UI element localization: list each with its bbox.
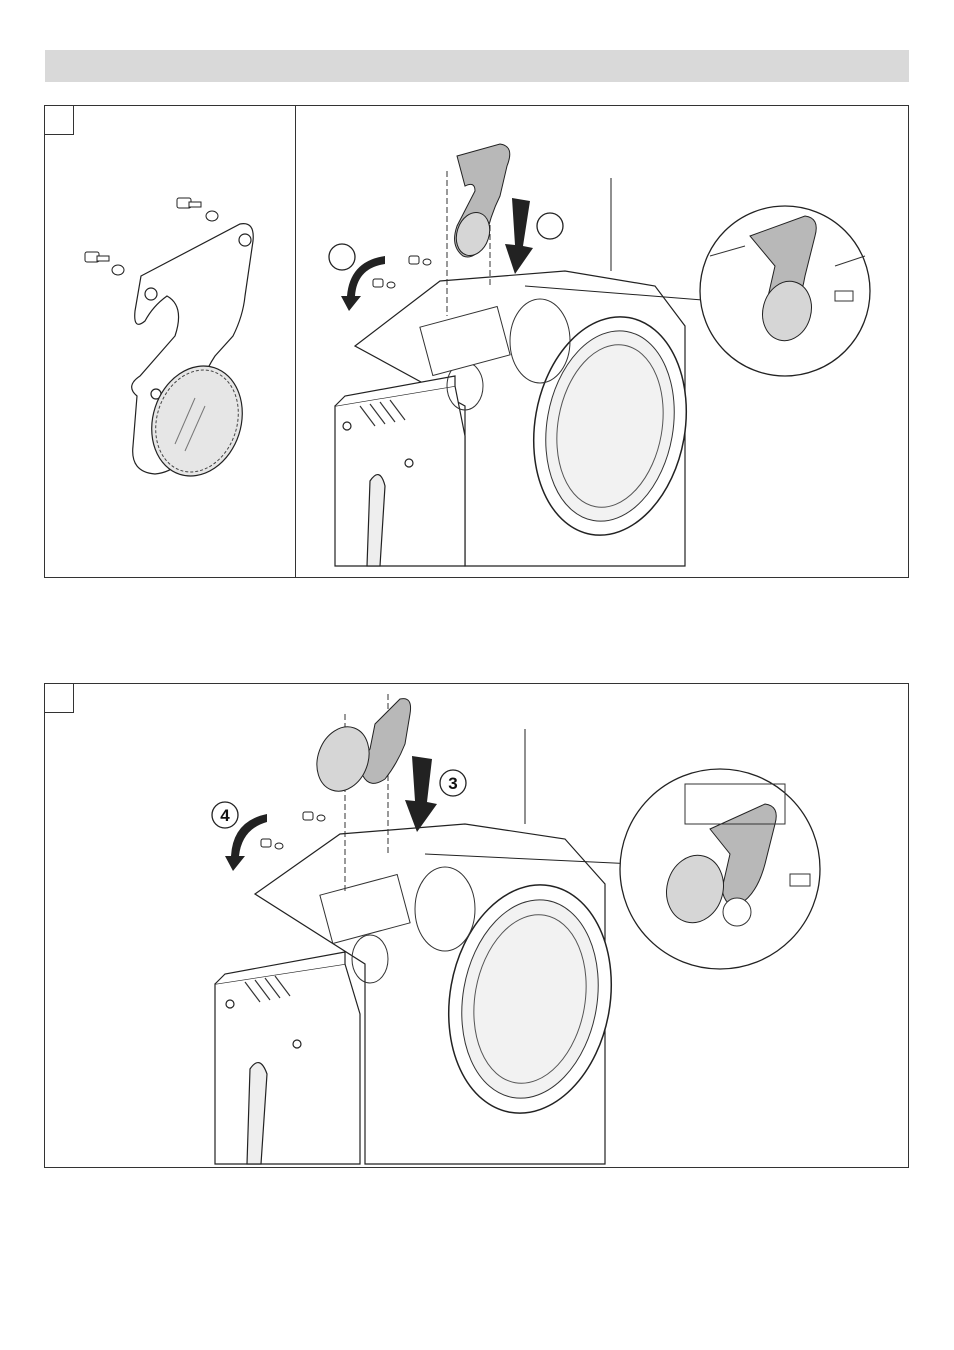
arrow-down-a bbox=[505, 198, 533, 274]
screw-washer-pair-2 bbox=[85, 252, 124, 275]
panel-a-drawing bbox=[45, 106, 910, 579]
step-circle-2 bbox=[537, 213, 563, 239]
step-circle-3: 3 bbox=[440, 770, 466, 796]
detail-magnifier-b bbox=[620, 769, 820, 969]
screws-b bbox=[261, 812, 325, 849]
svg-text:3: 3 bbox=[448, 774, 457, 793]
step-circle-4: 4 bbox=[212, 802, 238, 828]
detail-magnifier-a bbox=[700, 206, 870, 376]
screw-washer-pair-1 bbox=[177, 198, 218, 221]
illustration-panel-a bbox=[44, 105, 909, 578]
section-header-bar bbox=[45, 50, 909, 82]
step-circle-1 bbox=[329, 244, 355, 270]
panel-b-drawing: 3 4 bbox=[45, 684, 910, 1169]
svg-text:4: 4 bbox=[220, 806, 230, 825]
illustration-panel-b: 3 4 bbox=[44, 683, 909, 1168]
arrow-down-b bbox=[405, 756, 437, 832]
